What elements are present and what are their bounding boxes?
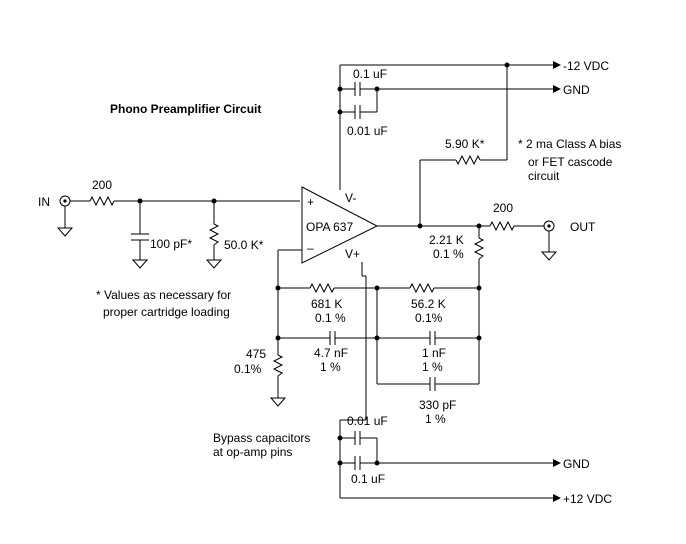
resistor-56-2k-value: 56.2 K — [411, 297, 446, 311]
resistor-681k-tolerance: 0.1 % — [315, 311, 346, 325]
load-resistor-value: 50.0 K* — [224, 238, 264, 252]
capacitor-4-7nf-value: 4.7 nF — [314, 346, 348, 360]
opamp-plus-pin: + — [307, 195, 314, 209]
capacitor-1nf-value: 1 nF — [422, 346, 446, 360]
bypass-note-line-2: at op-amp pins — [213, 445, 292, 459]
capacitor-4-7nf — [329, 331, 336, 345]
top-bypass-cap-0-1uf-value: 0.1 uF — [353, 67, 387, 81]
opamp-minus-pin: – — [307, 241, 314, 255]
junction-dot — [374, 86, 380, 92]
bias-note-line-1: * 2 ma Class A bias — [518, 137, 621, 151]
output-connector — [540, 220, 558, 261]
input-connector — [56, 195, 74, 237]
bypass-note-line-1: Bypass capacitors — [213, 431, 310, 445]
load-resistor — [205, 201, 223, 269]
resistor-681k-value: 681 K — [311, 297, 342, 311]
resistor-2-21k-value: 2.21 K — [429, 233, 464, 247]
resistor-475-value: 475 — [246, 347, 266, 361]
bottom-bypass-cap-0-1uf — [340, 456, 553, 470]
bias-resistor-value: 5.90 K* — [445, 137, 485, 151]
top-bypass-cap-0-1uf — [340, 82, 553, 96]
bias-note-line-2: or FET cascode — [528, 155, 613, 169]
junction-dot — [417, 223, 423, 229]
opamp-label: OPA 637 — [306, 220, 353, 234]
resistor-681k — [309, 282, 335, 294]
resistor-56-2k-tolerance: 0.1% — [415, 311, 443, 325]
loading-note-line-1: * Values as necessary for — [96, 288, 231, 302]
junction-dot — [476, 335, 482, 341]
gnd-bottom-arrow — [553, 459, 561, 467]
resistor-475 — [269, 352, 287, 407]
junction-dot — [374, 460, 380, 466]
loading-note-line-2: proper cartridge loading — [103, 305, 230, 319]
resistor-56-2k — [409, 282, 435, 294]
output-resistor — [489, 220, 515, 232]
neg-supply-label: -12 VDC — [563, 59, 609, 73]
junction-dot — [476, 285, 482, 291]
opamp-vminus-pin: V- — [345, 191, 356, 205]
resistor-2-21k-tolerance: 0.1 % — [433, 247, 464, 261]
output-label: OUT — [570, 220, 596, 234]
input-resistor — [89, 195, 115, 207]
capacitor-330pf-value: 330 pF — [419, 398, 456, 412]
top-bypass-cap-0-01uf — [340, 89, 378, 119]
bias-note-line-3: circuit — [528, 169, 560, 183]
capacitor-330pf-tolerance: 1 % — [425, 412, 446, 426]
neg-supply-arrow — [553, 61, 561, 69]
top-bypass-cap-0-01uf-value: 0.01 uF — [347, 124, 388, 138]
opamp-vplus-pin: V+ — [345, 247, 360, 261]
pos-supply-label: +12 VDC — [563, 492, 612, 506]
capacitor-1nf — [429, 331, 436, 345]
input-capacitor-value: 100 pF* — [150, 237, 192, 251]
bottom-bypass-cap-0-01uf-value: 0.01 uF — [347, 414, 388, 428]
bottom-bypass-cap-0-01uf — [340, 431, 378, 463]
gnd-bottom-label: GND — [563, 457, 590, 471]
resistor-2-21k — [473, 226, 485, 384]
capacitor-1nf-tolerance: 1 % — [422, 360, 443, 374]
diagram-title: Phono Preamplifier Circuit — [110, 102, 261, 116]
opamp-symbol — [301, 186, 379, 264]
input-resistor-value: 200 — [92, 178, 112, 192]
gnd-top-arrow — [553, 85, 561, 93]
input-label: IN — [38, 195, 50, 209]
input-capacitor — [131, 201, 149, 269]
gnd-top-label: GND — [563, 83, 590, 97]
capacitor-330pf — [429, 377, 436, 391]
pos-supply-arrow — [553, 494, 561, 502]
resistor-475-tolerance: 0.1% — [234, 362, 262, 376]
bias-resistor — [455, 154, 481, 166]
capacitor-4-7nf-tolerance: 1 % — [320, 360, 341, 374]
output-resistor-value: 200 — [493, 201, 513, 215]
bottom-bypass-cap-0-1uf-value: 0.1 uF — [351, 472, 385, 486]
